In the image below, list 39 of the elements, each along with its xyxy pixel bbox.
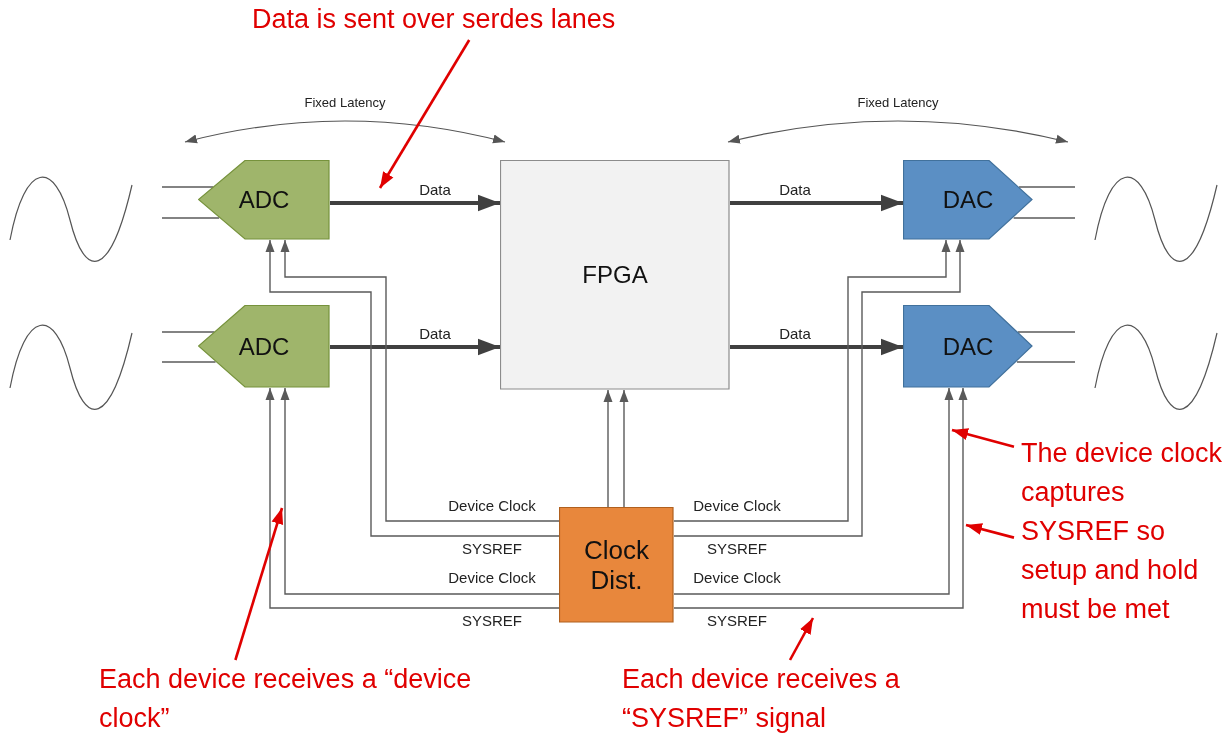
arrow bbox=[619, 389, 629, 508]
block-label: FPGA bbox=[582, 260, 648, 290]
leader-line bbox=[951, 428, 1015, 448]
adc-block bbox=[198, 305, 330, 388]
arrow bbox=[330, 194, 500, 212]
callout-text: The device clock captures SYSREF so setup and hold must be met bbox=[1014, 434, 1230, 634]
leader-line bbox=[378, 39, 471, 189]
edge-label: Device Clock bbox=[691, 569, 783, 586]
signal-line bbox=[161, 331, 216, 333]
signal-line bbox=[161, 361, 217, 363]
signal-line bbox=[1017, 331, 1076, 333]
signal-line bbox=[161, 186, 214, 188]
block-label: ADC bbox=[238, 331, 290, 362]
edge-label: Device Clock bbox=[691, 497, 783, 514]
leader-line bbox=[234, 507, 284, 661]
callout-text: Data is sent over serdes lanes bbox=[245, 0, 705, 40]
arrow bbox=[330, 338, 500, 356]
signal-line bbox=[161, 217, 220, 219]
edge-label: Device Clock bbox=[446, 569, 538, 586]
edge-label: Device Clock bbox=[446, 497, 538, 514]
callout-text: Each device receives a “device clock” bbox=[92, 660, 492, 736]
callout-text: Each device receives a “SYSREF” signal bbox=[615, 660, 1015, 736]
arrow bbox=[730, 194, 903, 212]
block-label: ADC bbox=[238, 185, 290, 215]
dac-block bbox=[903, 305, 1033, 388]
block-label: DAC bbox=[942, 185, 994, 215]
block-label: DAC bbox=[942, 331, 994, 362]
clock-distribution-block bbox=[559, 507, 674, 623]
leader-line bbox=[788, 617, 815, 661]
signal-line bbox=[1018, 186, 1076, 188]
leader-line bbox=[965, 523, 1015, 539]
block-label: Clock Dist. bbox=[583, 535, 650, 595]
signal-line bbox=[1012, 217, 1076, 219]
adc-block bbox=[198, 160, 330, 240]
fpga-block bbox=[500, 160, 730, 390]
arrow bbox=[603, 389, 613, 508]
signal-line bbox=[1016, 361, 1076, 363]
dac-block bbox=[903, 160, 1033, 240]
arrow bbox=[730, 338, 903, 356]
